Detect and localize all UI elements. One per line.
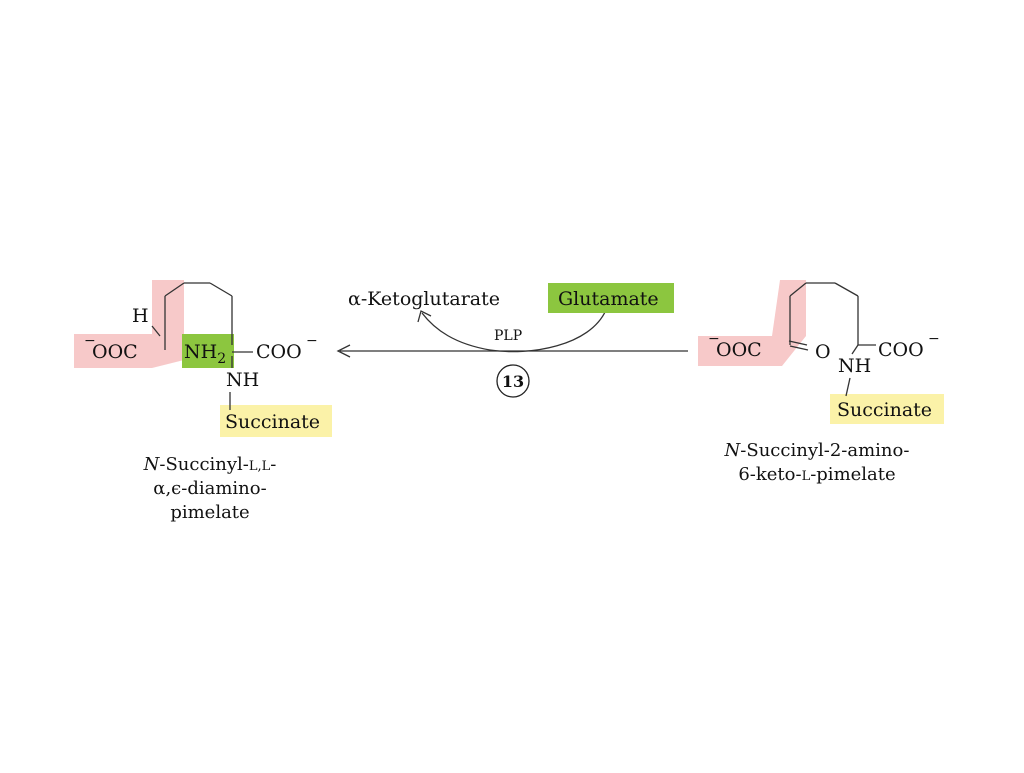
left-carboxyl-charge: −	[84, 333, 96, 349]
right-carboxyl-highlight	[698, 280, 806, 366]
side-reaction-curve	[421, 309, 607, 353]
side-reaction-arrowhead	[417, 310, 432, 323]
right-succinate-highlight	[830, 394, 944, 424]
main-reaction-arrowhead	[336, 344, 351, 358]
right-skeleton-bonds	[788, 282, 876, 397]
right-carboxylate-left: OOC	[716, 339, 762, 361]
left-amino-highlight	[182, 334, 234, 368]
left-molecule-name-line2: α,ϵ-diamino-	[153, 478, 266, 499]
left-succinate-highlight	[220, 405, 332, 437]
right-molecule-name-line1: N-Succinyl-2-amino-	[724, 440, 910, 461]
left-succinate-label: Succinate	[225, 411, 320, 433]
left-carboxylate-left: OOC	[92, 341, 138, 363]
right-succinate-label: Succinate	[837, 399, 932, 421]
right-carboxylate-right-charge: −	[928, 331, 940, 347]
left-nh: NH	[226, 369, 259, 391]
left-molecule-name-line3: pimelate	[170, 502, 249, 523]
step-number-circle	[496, 364, 530, 398]
left-carboxylate-right-charge: −	[306, 333, 318, 349]
left-carboxylate-right: COO	[256, 341, 302, 363]
left-amino-base: NH	[184, 341, 217, 363]
alpha-ketoglutarate-label: α-Ketoglutarate	[348, 288, 500, 310]
right-carboxylate-right: COO	[878, 339, 924, 361]
right-keto-oxygen: O	[815, 341, 831, 363]
glutamate-highlight	[548, 283, 674, 313]
left-amino-group: NH2	[184, 341, 226, 367]
left-skeleton-bonds	[151, 282, 253, 410]
right-molecule-name-line2: 6-keto-L-pimelate	[738, 464, 895, 485]
right-carboxyl-charge: −	[708, 331, 720, 347]
right-nh: NH	[838, 355, 871, 377]
left-hydrogen: H	[132, 305, 149, 327]
cofactor-label: PLP	[494, 328, 522, 344]
glutamate-label: Glutamate	[558, 288, 659, 310]
left-amino-subscript: 2	[217, 351, 226, 367]
left-molecule-name-line1: N-Succinyl-L,L-	[143, 454, 277, 475]
left-carboxyl-highlight	[74, 280, 184, 368]
step-number: 13	[502, 372, 524, 391]
